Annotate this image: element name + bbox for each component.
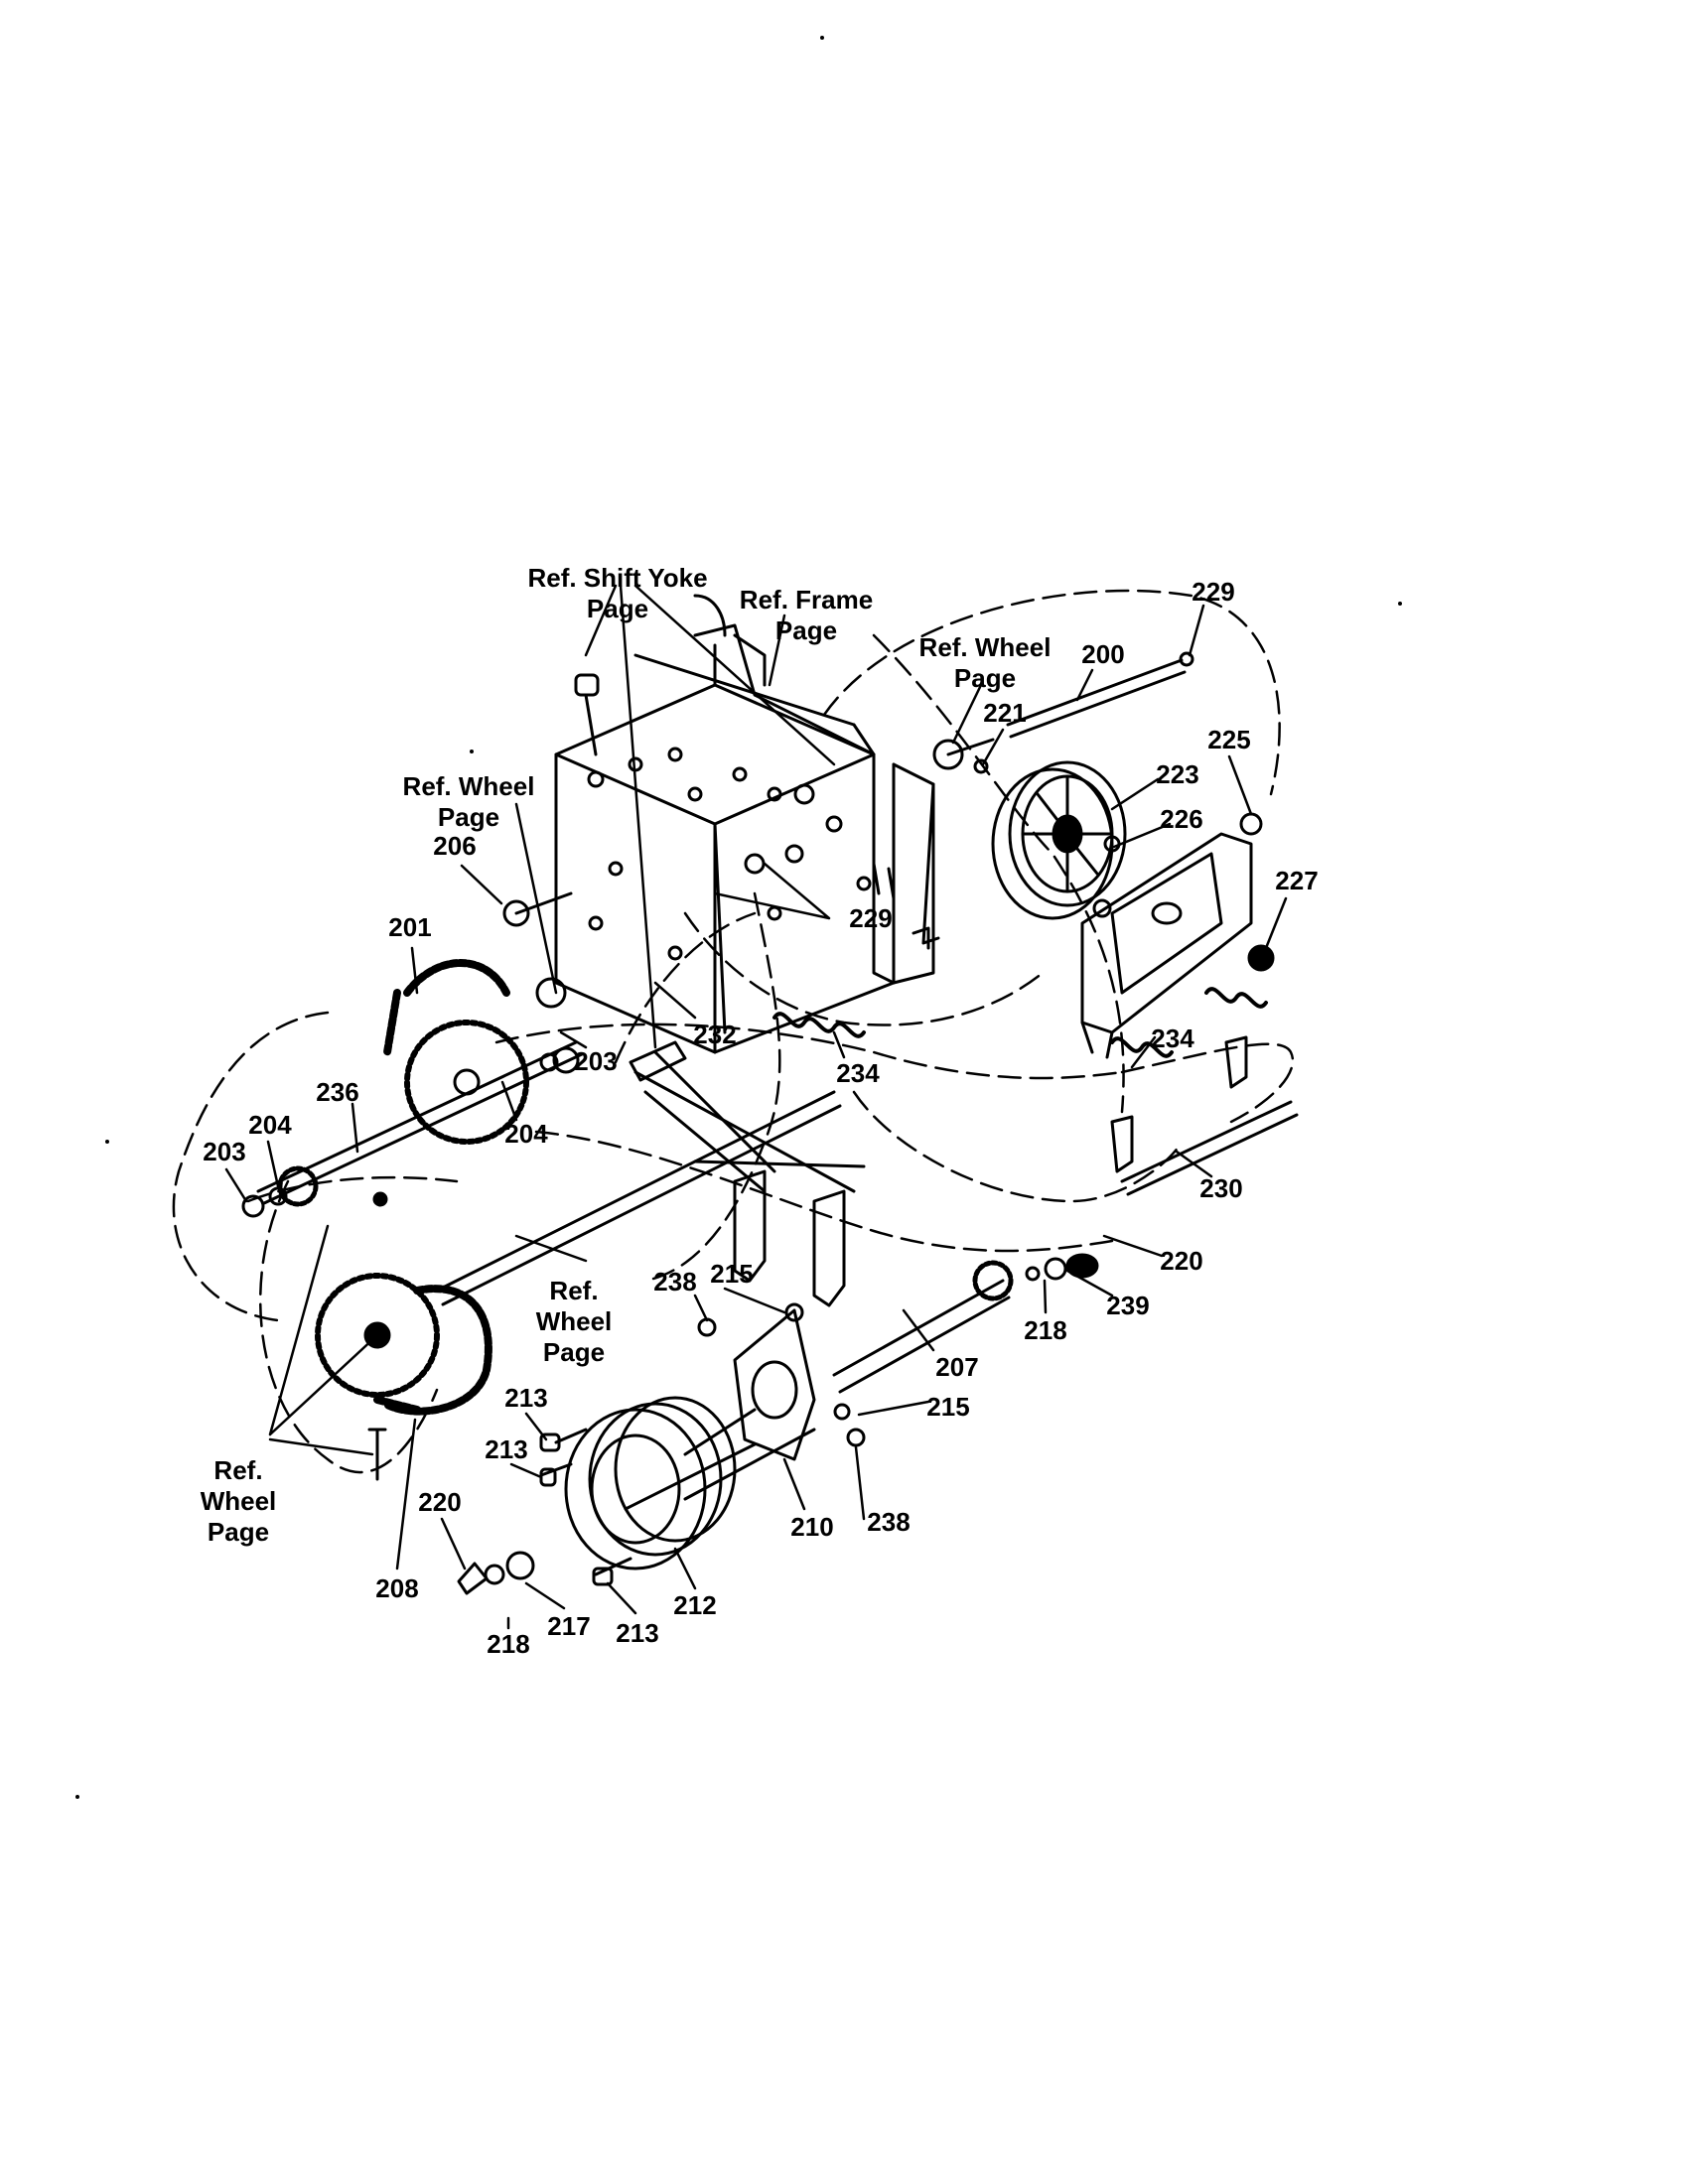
part-number-234: 234	[836, 1058, 880, 1088]
part-number-238: 238	[867, 1507, 911, 1537]
reference-note-line: Page	[207, 1517, 270, 1547]
reference-note-line: Page	[542, 1337, 606, 1367]
part-number-203: 203	[574, 1046, 618, 1076]
reference-note-line: Ref. Shift Yoke	[527, 563, 708, 593]
part-number-234: 234	[1151, 1024, 1194, 1053]
part-number-238: 238	[653, 1267, 697, 1297]
reference-note-line: Wheel	[535, 1306, 613, 1336]
reference-note-line: Page	[774, 615, 838, 645]
part-number-229: 229	[1192, 577, 1235, 607]
drive-disc	[564, 1396, 737, 1570]
part-number-200: 200	[1081, 639, 1125, 669]
reference-note-line: Ref. Wheel	[402, 771, 535, 801]
shafts	[256, 658, 1299, 1394]
part-number-229: 229	[849, 903, 893, 933]
part-number-220: 220	[1160, 1246, 1203, 1276]
bearing-housing	[624, 1308, 816, 1511]
reference-note-line: Page	[586, 594, 649, 623]
part-number-204: 204	[248, 1110, 292, 1140]
part-number-220: 220	[418, 1487, 462, 1517]
part-number-221: 221	[983, 698, 1027, 728]
bracket-plate	[1080, 832, 1253, 1059]
part-number-217: 217	[547, 1611, 591, 1641]
small-sprocket	[277, 1165, 1014, 1301]
part-number-232: 232	[693, 1020, 737, 1049]
part-number-227: 227	[1275, 866, 1319, 895]
part-number-203: 203	[203, 1137, 246, 1166]
reference-note-line: Page	[953, 663, 1017, 693]
dashed-assembly-outlines	[172, 589, 1295, 1474]
part-number-207: 207	[935, 1352, 979, 1382]
hardware-fasteners	[241, 651, 1275, 1595]
reference-note-line: Ref. Frame	[739, 585, 874, 614]
part-number-201: 201	[388, 912, 432, 942]
part-number-230: 230	[1199, 1173, 1243, 1203]
part-number-218: 218	[487, 1629, 530, 1659]
reference-note-line: Ref.	[213, 1455, 263, 1485]
reference-note-line: Wheel	[200, 1486, 277, 1516]
bracket-230	[1110, 1035, 1248, 1173]
chain-upper	[383, 959, 510, 1056]
large-sprocket-upper	[404, 1020, 529, 1145]
reference-note-line: Page	[437, 802, 500, 832]
part-number-204: 204	[504, 1119, 548, 1149]
part-number-215: 215	[710, 1259, 754, 1289]
part-number-236: 236	[316, 1077, 359, 1107]
part-number-215: 215	[926, 1392, 970, 1422]
part-number-213: 213	[616, 1618, 659, 1648]
part-number-218: 218	[1024, 1315, 1067, 1345]
part-number-225: 225	[1207, 725, 1251, 754]
part-number-239: 239	[1106, 1291, 1150, 1320]
springs	[772, 987, 1268, 1058]
part-number-226: 226	[1160, 804, 1203, 834]
chain-lower	[373, 1285, 492, 1416]
part-number-210: 210	[790, 1512, 834, 1542]
shift-linkage	[629, 1040, 866, 1307]
part-number-223: 223	[1156, 759, 1199, 789]
frame-housing	[554, 594, 940, 1054]
part-number-206: 206	[433, 831, 477, 861]
part-number-208: 208	[375, 1573, 419, 1603]
reference-note-line: Ref.	[549, 1276, 599, 1305]
friction-wheel	[991, 760, 1127, 920]
part-number-212: 212	[673, 1590, 717, 1620]
part-number-213: 213	[485, 1434, 528, 1464]
leader-lines	[224, 584, 1288, 1630]
part-number-213: 213	[504, 1383, 548, 1413]
scan-specks	[75, 36, 1402, 1799]
reference-note-line: Ref. Wheel	[918, 632, 1052, 662]
